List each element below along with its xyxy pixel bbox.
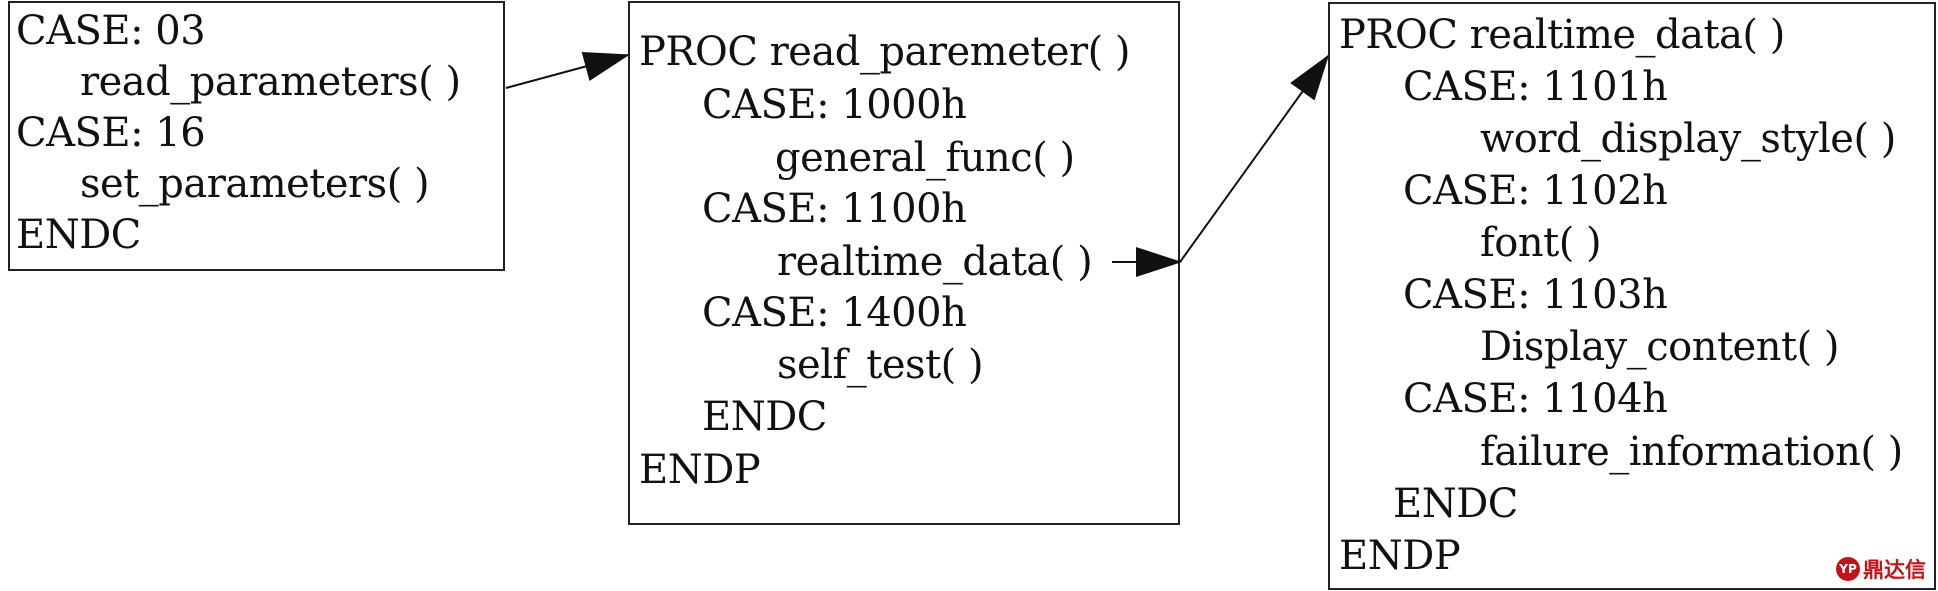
realtime-data-proc-box: PROC realtime_data( ) CASE: 1101h word_d…: [1328, 2, 1936, 590]
case-1101h-label: CASE: 1101h: [1403, 64, 1668, 110]
word-display-style-call: word_display_style( ): [1480, 116, 1896, 162]
case-1102h-label: CASE: 1102h: [1403, 168, 1668, 214]
case-1000h-label: CASE: 1000h: [702, 82, 967, 128]
realtime-data-call: realtime_data( ): [777, 239, 1093, 285]
general-func-call: general_func( ): [775, 135, 1075, 181]
self-test-call: self_test( ): [777, 342, 984, 388]
read-paremeter-proc-box: PROC read_paremeter( ) CASE: 1000h gener…: [628, 1, 1180, 525]
case-1100h-label: CASE: 1100h: [702, 186, 967, 232]
case-1400h-label: CASE: 1400h: [702, 290, 967, 336]
arrow-middle-to-right: [1179, 54, 1330, 263]
case-1103h-label: CASE: 1103h: [1403, 272, 1668, 318]
read-parameters-call: read_parameters( ): [80, 59, 461, 105]
endp-label: ENDP: [1339, 533, 1461, 579]
set-parameters-call: set_parameters( ): [80, 161, 430, 207]
watermark-text: 鼎达信: [1863, 558, 1926, 582]
endp-label: ENDP: [639, 447, 761, 493]
watermark-logo: YP 鼎达信: [1836, 554, 1926, 584]
case-1104h-label: CASE: 1104h: [1403, 376, 1668, 422]
proc-read-paremeter-header: PROC read_paremeter( ): [639, 29, 1131, 75]
display-content-call: Display_content( ): [1480, 324, 1840, 370]
endc-label: ENDC: [16, 212, 141, 258]
arrow-left-to-middle: [505, 52, 630, 89]
font-call: font( ): [1480, 220, 1602, 266]
endc-label: ENDC: [1393, 481, 1518, 527]
failure-information-call: failure_information( ): [1480, 429, 1903, 475]
case-03-label: CASE: 03: [16, 8, 206, 54]
proc-realtime-data-header: PROC realtime_data( ): [1339, 12, 1785, 58]
case-block-box: CASE: 03 read_parameters( ) CASE: 16 set…: [8, 1, 505, 271]
watermark-badge-icon: YP: [1836, 557, 1860, 581]
case-16-label: CASE: 16: [16, 110, 206, 156]
endc-label: ENDC: [702, 394, 827, 440]
